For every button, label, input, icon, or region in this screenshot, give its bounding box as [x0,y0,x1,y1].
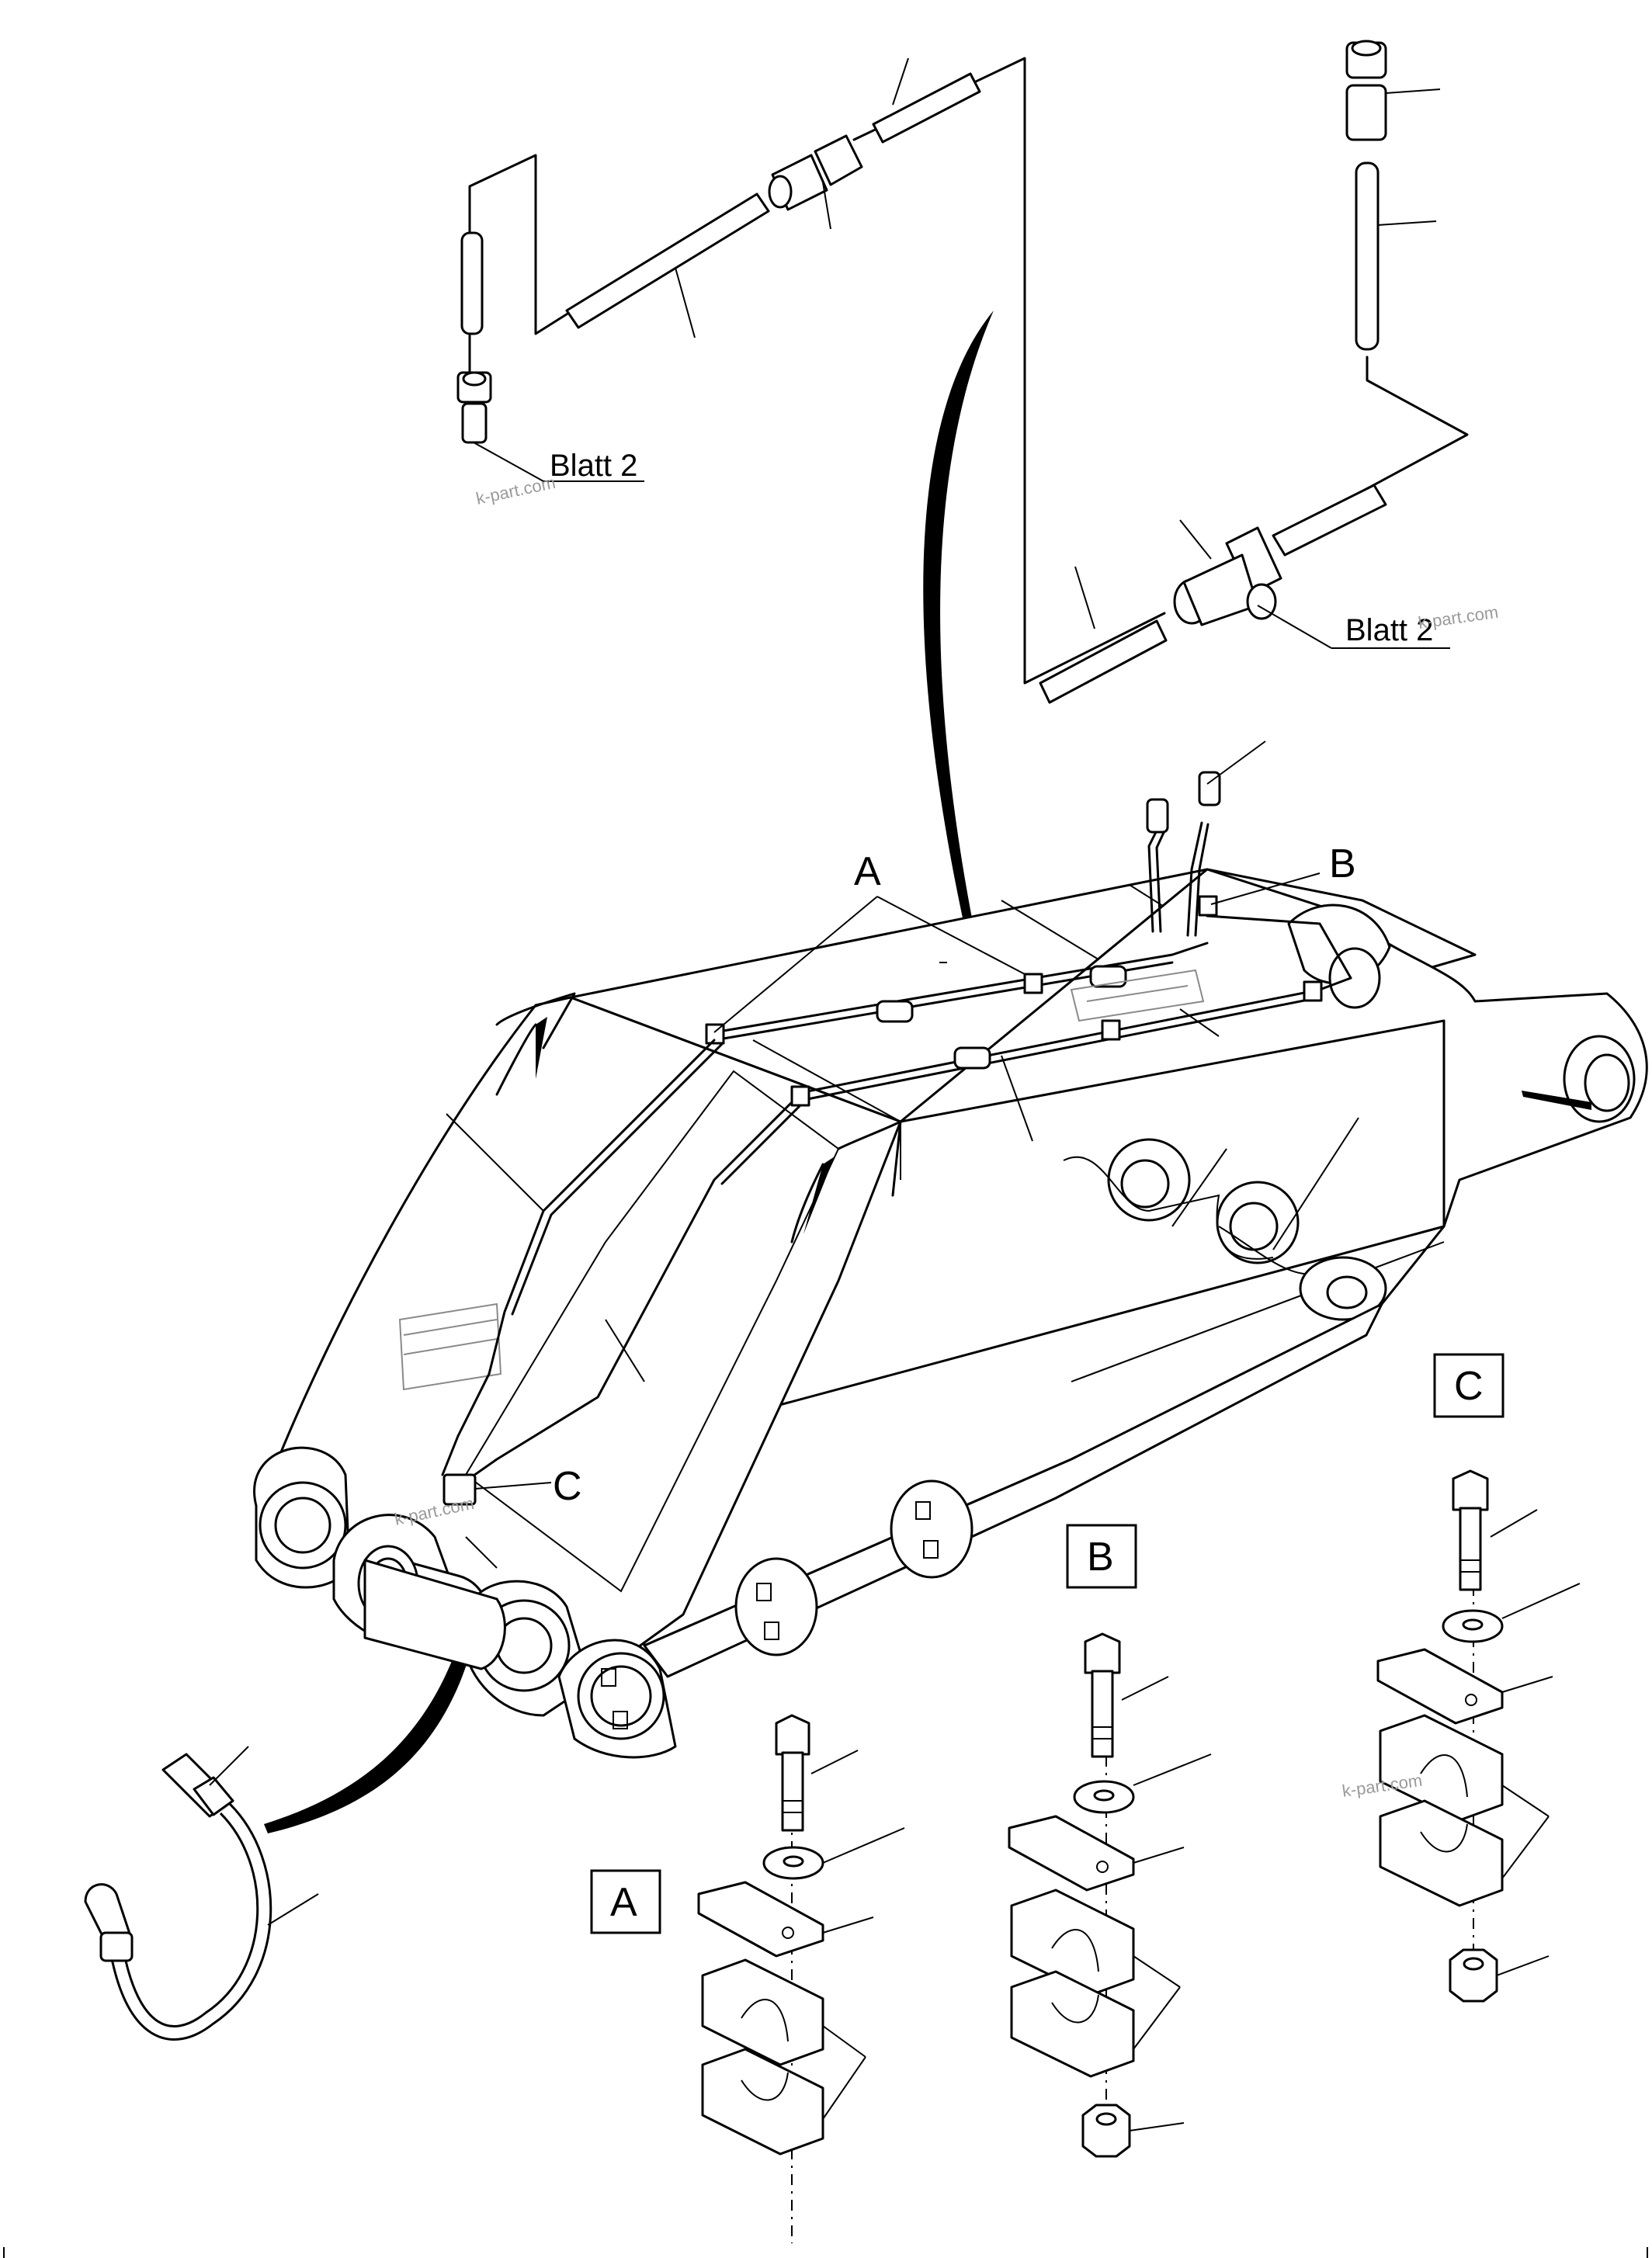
boom-assembly [253,868,1648,1759]
detail-sweep-arrow-top [923,310,994,970]
clamp-half-upper [701,1958,824,2066]
callout-a-label: A [854,849,881,894]
clamp-plate [1376,1648,1504,1725]
union-fitting [768,134,863,211]
clamp-half-upper [1379,1714,1504,1822]
distribution-manifold [398,969,1205,1391]
clamp-nut-icon [1449,1948,1498,2003]
blatt-ref-left: Blatt 2 [550,449,637,483]
detail-b-label: B [1087,1535,1114,1580]
callout-c-label: C [553,1464,582,1509]
clamp-half-lower [1379,1799,1504,1907]
hydraulic-hose [84,1746,319,2041]
clamp-bolt-icon [1452,1469,1489,1591]
hose-elbow [84,1883,134,1962]
blatt-ref-right: Blatt 2 [1345,613,1433,647]
clamp-detail-c: C k-part.com [1341,1353,1581,2003]
clamp [442,1473,477,1506]
clamp [705,1023,725,1045]
clamp-half-lower [1010,1970,1135,2078]
hose-fitting-icon [1345,40,1387,141]
clamp-bolt-icon [1084,1632,1121,1758]
detail-c-label: C [1454,1364,1484,1409]
callout-c: C [474,1464,582,1509]
watermark: k-part.com [474,473,557,508]
detail-b-box [1066,1524,1137,1589]
clamp-detail-b: B [1008,1524,1212,2158]
watermark: k-part.com [1417,602,1499,633]
hose-fitting-icon [161,1753,234,1818]
clamp-plate [697,1881,824,1958]
access-cover [734,1557,818,1656]
detail-a-box [590,1869,661,1934]
callout-a: A [713,849,1026,1033]
detail-a-label: A [610,1880,637,1925]
clamp [790,1085,810,1107]
access-cover [890,1479,974,1579]
callout-b-label: B [1329,841,1356,886]
clamp-bolt-icon [775,1714,810,1832]
clamp [1023,973,1043,994]
callout-b: B [1210,841,1356,905]
clamp-detail-a: A [590,1714,905,2243]
clamp [1198,895,1218,917]
pipe-detail-right: Blatt 2 k-part.com [1039,40,1500,704]
boom-piping [398,741,1359,1506]
pipe-tee-icon [1173,526,1282,626]
pipe-detail-left: Blatt 2 k-part.com [456,57,1166,685]
detail-sweep-arrow-bottom [264,1549,489,1833]
clamp-plate [1008,1815,1135,1892]
detail-c-box [1433,1353,1504,1418]
clamp [1101,1019,1121,1041]
hose-fitting-icon [456,371,492,444]
clamp-nut-icon [1081,2104,1131,2158]
clamp [1303,980,1323,1002]
clamp-half-lower [701,2048,824,2156]
clamp-half-upper [1010,1889,1135,1996]
